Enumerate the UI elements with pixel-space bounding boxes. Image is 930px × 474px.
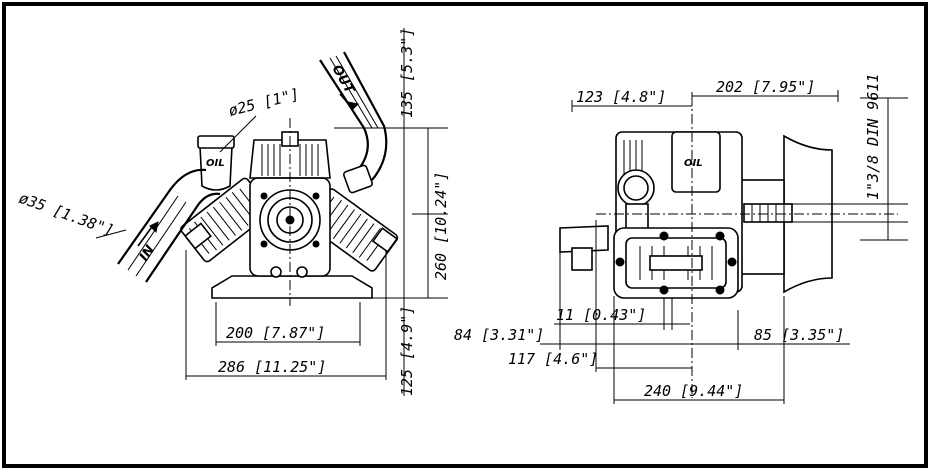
right-dimension-lines [540,90,908,404]
left-dimension-lines [95,28,448,396]
dim-202: 202 [7.95"] [716,78,815,96]
dim-inlet-diameter: ø35 [1.38"] [17,189,117,240]
drawing-border [2,2,928,468]
oil-label-right: OIL [684,158,703,169]
dim-outlet-diameter: ø25 [1"] [227,85,301,120]
dim-84: 84 [3.31"] [454,326,544,344]
dim-123: 123 [4.8"] [576,88,666,106]
dim-top-height: 135 [5.3"] [398,28,416,118]
dim-total-width: 286 [11.25"] [218,358,326,376]
dim-240: 240 [9.44"] [644,382,743,400]
dim-total-height: 260 [10.24"] [432,172,450,280]
oil-label-left: OIL [206,158,225,169]
dim-bottom-height: 125 [4.9"] [398,306,416,396]
dim-11: 11 [0.43"] [556,306,646,324]
inlet-label: IN [137,243,158,265]
side-view-pump [559,96,898,398]
dim-shaft: 1"3/8 DIN 9611 [864,74,882,200]
dim-85: 85 [3.35"] [754,326,844,344]
front-view-pump [117,51,399,306]
dim-117: 117 [4.6"] [508,350,598,368]
dim-base-width: 200 [7.87"] [226,324,325,342]
